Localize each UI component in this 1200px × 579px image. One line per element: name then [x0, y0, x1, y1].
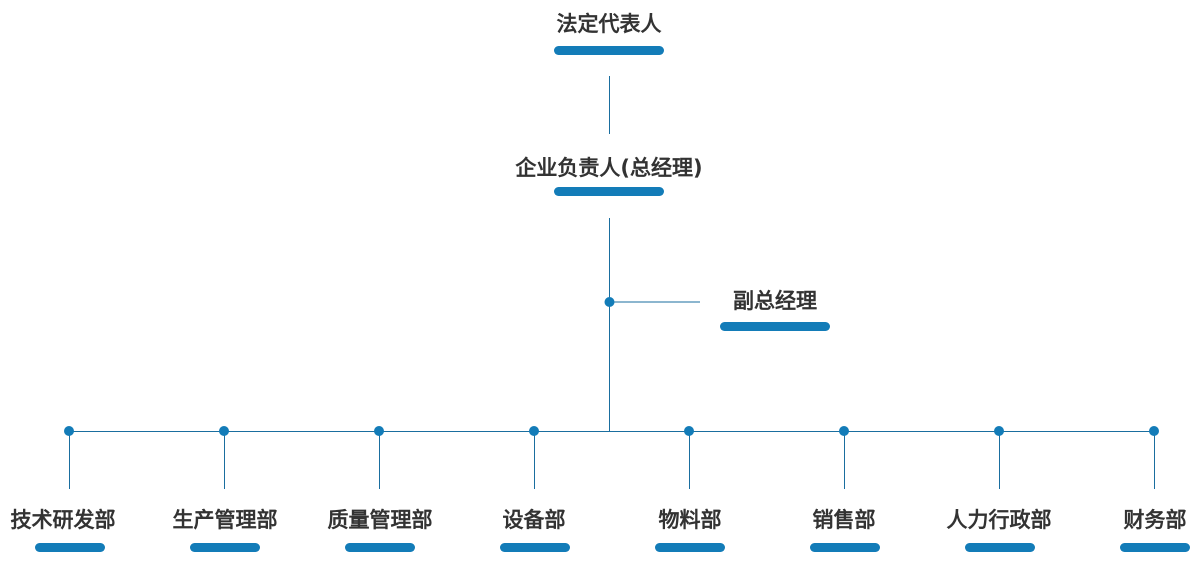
connector-department-dot — [219, 426, 229, 436]
connector-dots — [64, 297, 1159, 436]
node-general-manager-bar — [554, 187, 664, 196]
node-deputy-manager-bar — [720, 322, 830, 331]
connector-deputy-dot — [604, 297, 615, 307]
connector-department-dot — [64, 426, 74, 436]
connector-department-dot — [1149, 426, 1159, 436]
dept-label: 人力行政部 — [946, 508, 1052, 532]
connector-department-dot — [994, 426, 1004, 436]
dept-bar — [1120, 543, 1190, 552]
dept-label: 销售部 — [812, 508, 876, 532]
node-deputy-manager-label: 副总经理 — [733, 289, 817, 313]
connector-department-dot — [684, 426, 694, 436]
dept-label: 技术研发部 — [10, 508, 116, 532]
dept-bar — [35, 543, 105, 552]
dept-label: 生产管理部 — [172, 508, 278, 532]
dept-bar — [345, 543, 415, 552]
connector-department-dot — [374, 426, 384, 436]
dept-bar — [190, 543, 260, 552]
dept-label: 质量管理部 — [327, 508, 433, 532]
dept-bar — [965, 543, 1035, 552]
dept-bar — [810, 543, 880, 552]
dept-label: 财务部 — [1123, 508, 1187, 532]
connector-department-dot — [529, 426, 539, 436]
dept-label: 设备部 — [502, 508, 566, 532]
node-legal-rep-label: 法定代表人 — [556, 12, 662, 36]
node-general-manager-label: 企业负责人(总经理) — [515, 156, 703, 180]
dept-label: 物料部 — [658, 508, 722, 532]
node-legal-rep-bar — [554, 46, 664, 55]
dept-bar — [500, 543, 570, 552]
dept-bar — [655, 543, 725, 552]
connector-lines — [69, 76, 1155, 489]
connector-department-dot — [839, 426, 849, 436]
